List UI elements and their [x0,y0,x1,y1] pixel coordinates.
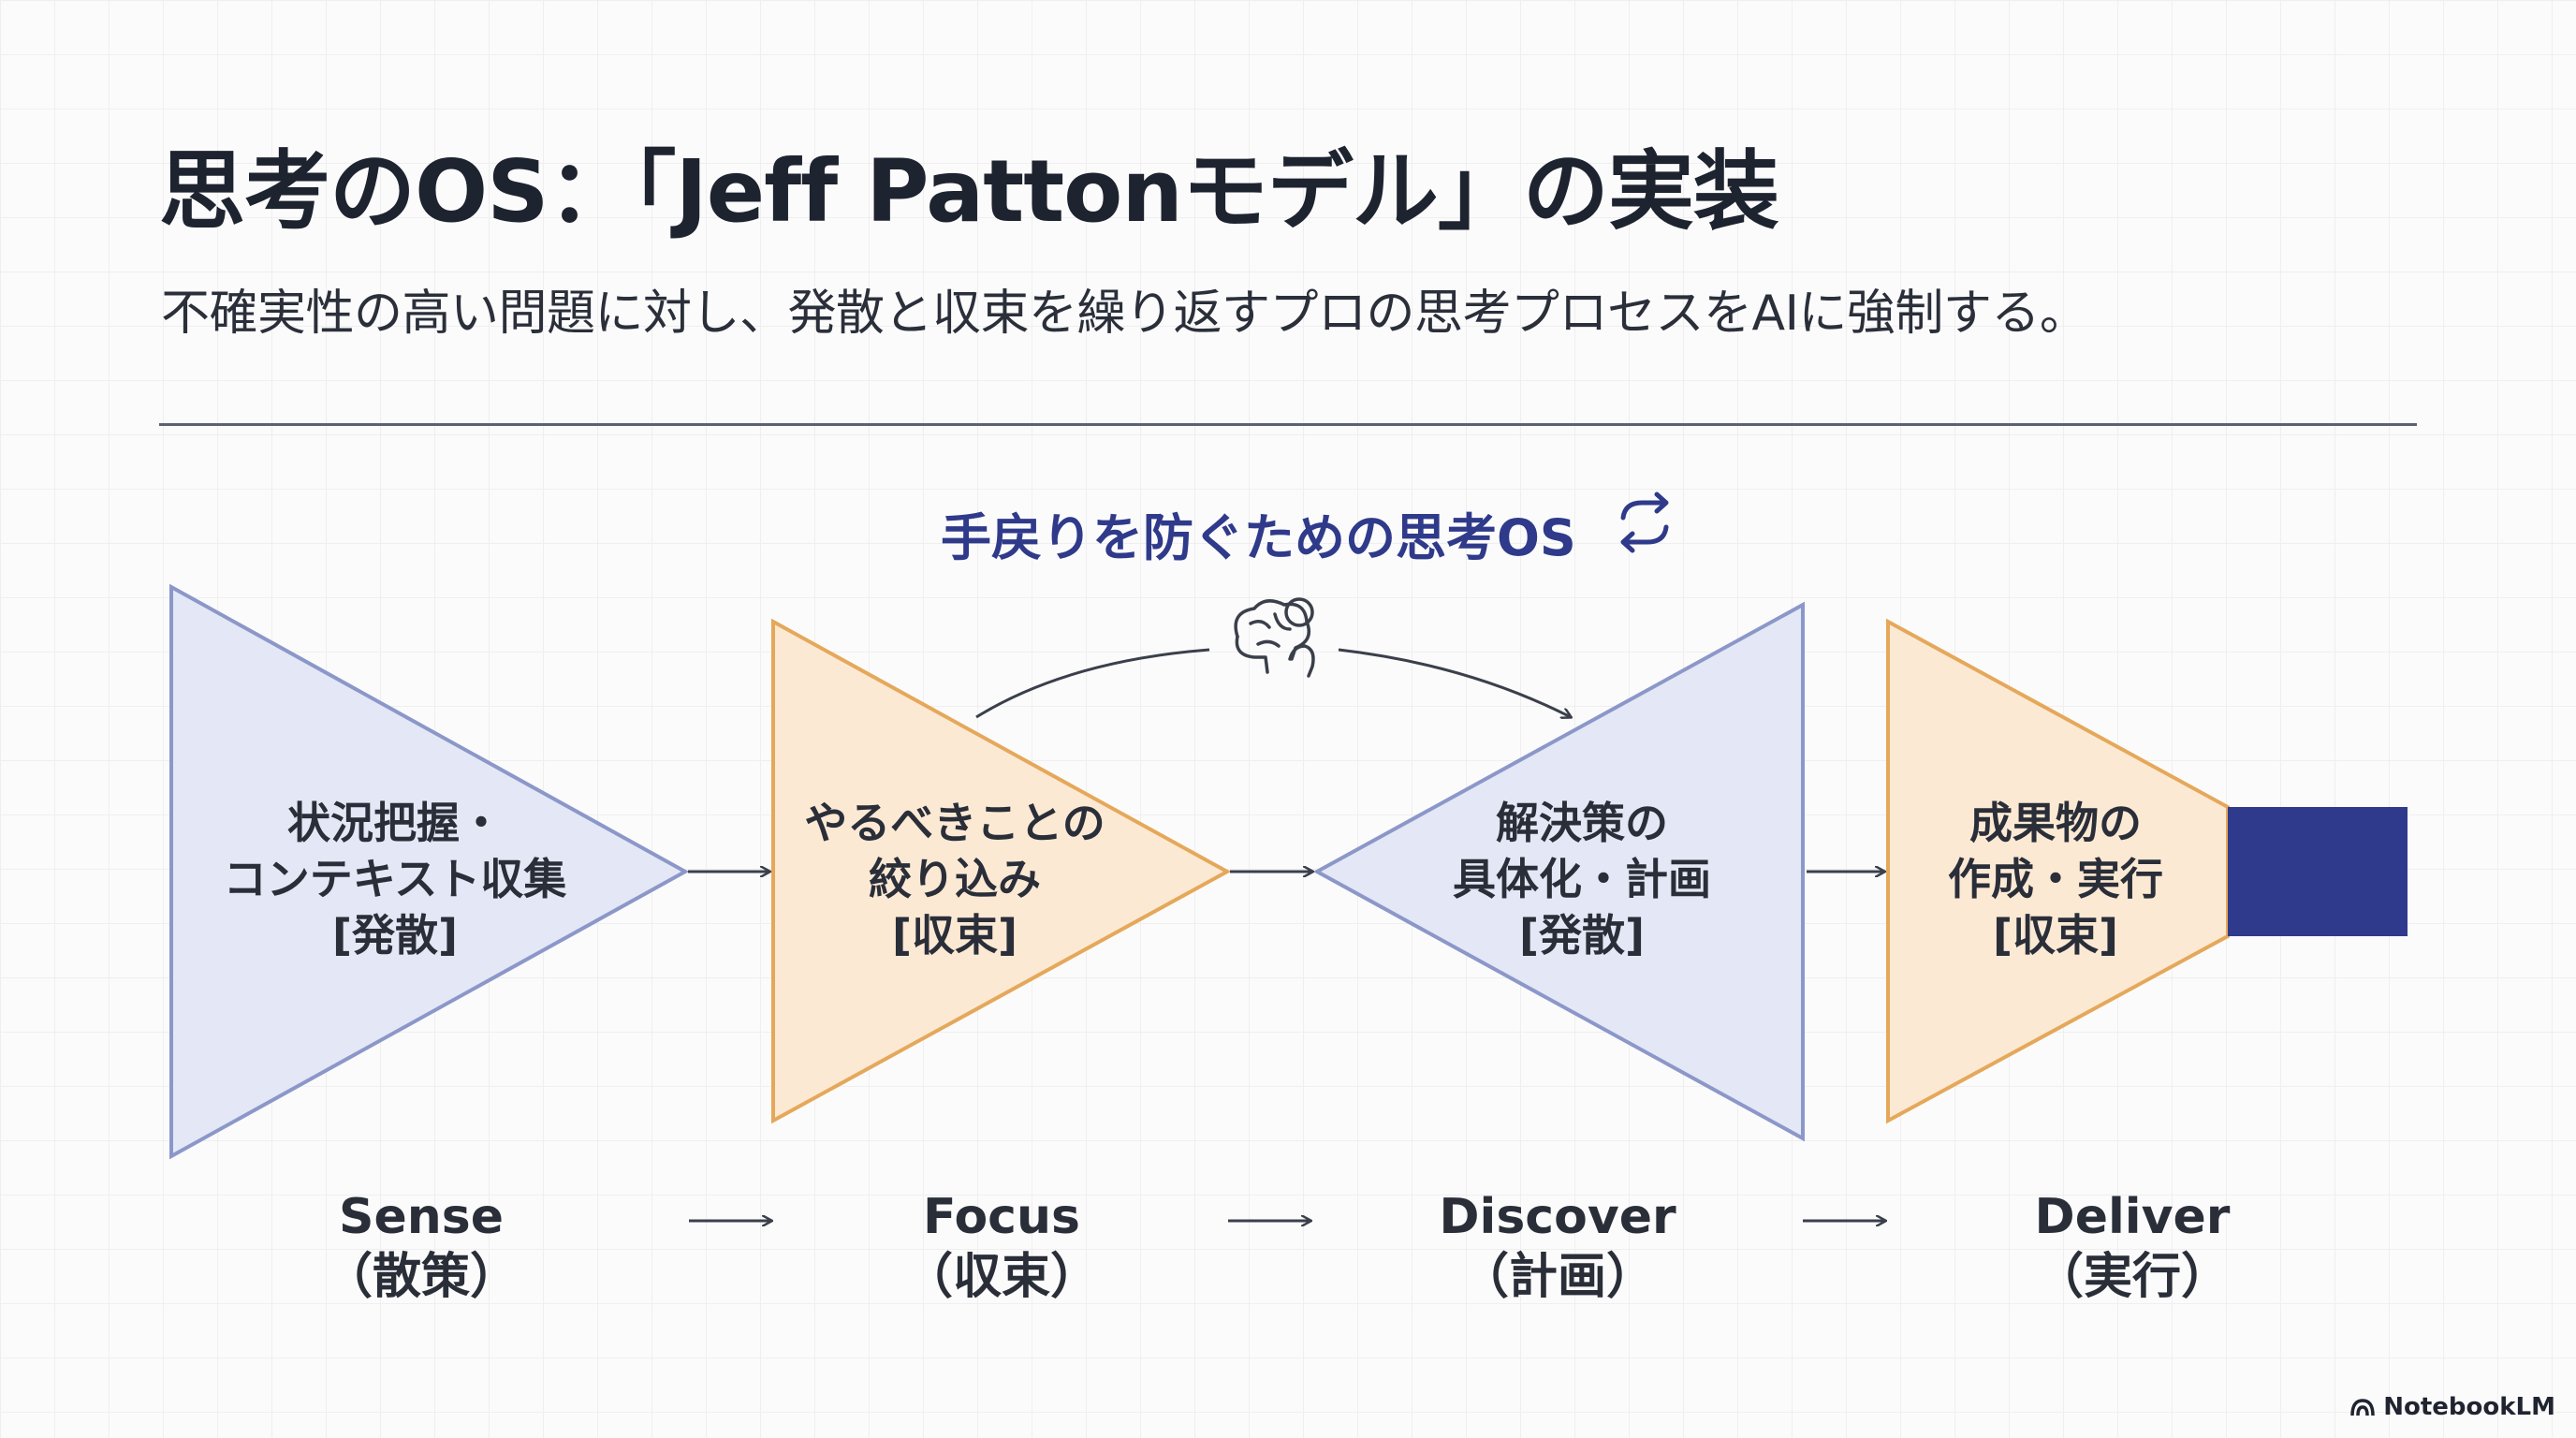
discover-label: 解決策の 具体化・計画 [発散] [1453,795,1711,963]
stage-sense: Sense （散策） [324,1187,519,1307]
discover-label-line-1: 解決策の [1496,798,1668,848]
stage-sense-name: Sense [339,1189,504,1245]
stage-discover-name: Discover [1439,1189,1676,1245]
deliver-label-line-2: 作成・実行 [1948,854,2163,904]
output-block [2228,807,2408,936]
discover-label-line-3: [発散] [1518,910,1646,961]
sense-label-line-3: [発散] [331,910,459,961]
page-subtitle: 不確実性の高い問題に対し、発散と収束を繰り返すプロの思考プロセスをAIに強制する… [161,286,2088,342]
stage-deliver-name: Deliver [2034,1189,2231,1245]
brand-label: NotebookLM [2383,1393,2555,1421]
deliver-label: 成果物の 作成・実行 [収束] [1948,795,2163,963]
deliver-label-line-1: 成果物の [1969,798,2142,848]
stage-discover-jp: （計画） [1459,1249,1656,1305]
brain-person-icon [1234,597,1315,678]
sense-triangle [169,583,690,1160]
notebooklm-brand: NotebookLM [2349,1393,2555,1421]
focus-label-line-1: やるべきことの [804,798,1105,848]
cycle-arrows-icon [1620,492,1669,553]
stage-focus-name: Focus [923,1189,1080,1245]
focus-label-line-3: [収束] [891,910,1018,961]
stage-focus-jp: （収束） [903,1249,1100,1305]
divider [159,423,2417,426]
notebooklm-logo-icon [2350,1399,2375,1416]
stage-sense-jp: （散策） [323,1249,520,1305]
deliver-label-line-3: [収束] [1992,910,2119,961]
sense-label-line-2: コンテキスト収集 [223,854,567,904]
sense-label-line-1: 状況把握・ [287,798,503,848]
stage-discover: Discover （計画） [1439,1187,1676,1307]
discover-triangle [1312,601,1805,1142]
rework-arc-left [975,648,1210,719]
focus-label-line-2: 絞り込み [868,854,1041,904]
diagram-title: 手戻りを防ぐための思考OS [941,508,1576,567]
stage-deliver: Deliver （実行） [2035,1187,2231,1307]
discover-label-line-2: 具体化・計画 [1453,854,1711,904]
page-title: 思考のOS：「Jeff Pattonモデル」の実装 [159,141,1779,242]
rework-arc-right [1338,648,1571,717]
sense-label: 状況把握・ コンテキスト収集 [発散] [224,795,567,963]
stage-focus: Focus （収束） [904,1187,1099,1307]
stage-deliver-jp: （実行） [2034,1249,2231,1305]
focus-triangle [771,618,1232,1124]
focus-label: やるべきことの 絞り込み [収束] [804,795,1105,963]
